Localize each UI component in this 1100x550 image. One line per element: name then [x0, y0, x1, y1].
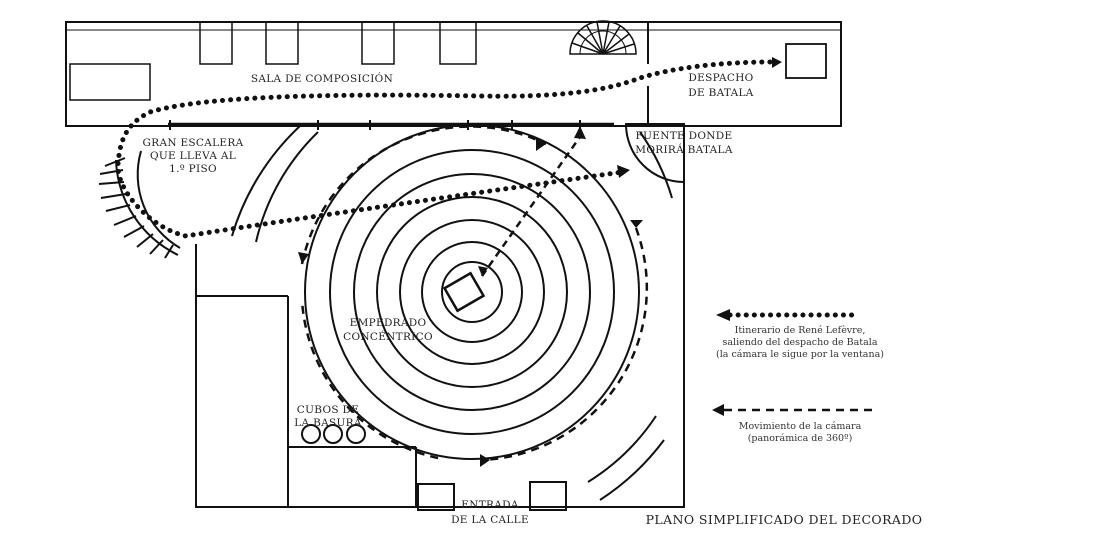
entrance-posts	[417, 481, 567, 511]
arrowhead-icon	[536, 138, 546, 151]
label-stairs-3: 1.º PISO	[169, 163, 217, 175]
label-entrance-1: ENTRADA	[461, 499, 519, 511]
concentric-paving	[231, 124, 673, 501]
arrowhead-icon	[298, 252, 309, 264]
arrowhead-icon	[480, 454, 490, 467]
grand-staircase	[98, 150, 181, 259]
courtyard-wall	[168, 120, 614, 130]
label-paving-2: CONCÉNTRICO	[343, 329, 433, 343]
label-office-2: DE BATALA	[688, 87, 754, 99]
arrowhead-icon	[712, 404, 724, 416]
legend-route-label-3: (la cámara le sigue por la ventana)	[716, 349, 884, 360]
label-stairs-2: QUE LLEVA AL	[150, 150, 236, 162]
trash-bins	[301, 424, 366, 444]
label-fountain-2: MORIRÁ BATALA	[635, 142, 733, 156]
camera-position	[442, 271, 486, 313]
label-bins-2: LA BASURA	[294, 417, 362, 429]
legend: Itinerario de René Lefèvre, saliendo del…	[712, 309, 884, 444]
arrowhead-icon	[630, 220, 643, 228]
legend-camera-label-1: Movimiento de la cámara	[739, 421, 862, 432]
label-entrance-2: DE LA CALLE	[451, 514, 529, 526]
arrowhead-icon	[716, 309, 730, 321]
arrowhead-icon	[772, 57, 782, 68]
label-stairs-1: GRAN ESCALERA	[143, 137, 244, 149]
rene-route	[115, 59, 773, 239]
legend-route-label-1: Itinerario de René Lefèvre,	[735, 325, 866, 336]
label-paving-1: EMPEDRADO	[350, 317, 427, 329]
arrowhead-icon	[617, 165, 630, 178]
courtyard-outline	[195, 172, 685, 508]
legend-route-label-2: saliendo del despacho de Batala	[723, 337, 878, 348]
spiral-stair-icon	[569, 20, 637, 55]
label-composition-room: SALA DE COMPOSICIÓN	[251, 71, 393, 85]
fountain	[624, 123, 685, 184]
plan-title: PLANO SIMPLIFICADO DEL DECORADO	[646, 512, 923, 527]
label-fountain-1: FUENTE DONDE	[636, 130, 733, 142]
room-labels: SALA DE COMPOSICIÓN DESPACHO DE BATALA G…	[143, 71, 754, 526]
arrowhead-icon	[478, 266, 488, 276]
label-office-1: DESPACHO	[688, 72, 753, 84]
camera-pan-path	[300, 125, 649, 462]
camera-sightline	[480, 133, 584, 277]
label-bins-1: CUBOS DE	[297, 404, 359, 416]
legend-camera-label-2: (panorámica de 360º)	[748, 433, 853, 444]
arrowhead-icon	[574, 126, 586, 139]
